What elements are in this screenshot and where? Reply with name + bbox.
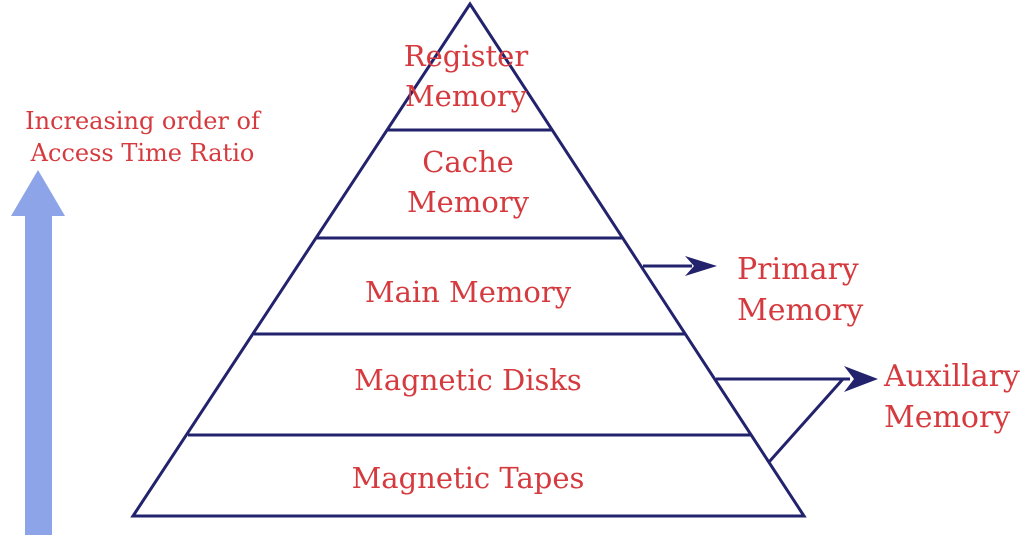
primary-line1: Primary [737, 252, 859, 287]
access-time-annotation: Increasing order of Access Time Ratio [0, 105, 285, 169]
magnetic-tapes-line1: Magnetic Tapes [351, 461, 585, 495]
auxillary-memory-arrowhead-icon [844, 366, 878, 392]
auxillary-line2: Memory [884, 400, 1011, 435]
level-label-main-memory: Main Memory [318, 272, 618, 312]
primary-memory-label: Primary Memory [737, 249, 957, 331]
level-label-magnetic-disks: Magnetic Disks [318, 360, 618, 400]
register-line2: Memory [404, 79, 528, 113]
auxillary-line1: Auxillary [884, 359, 1020, 394]
main-memory-line1: Main Memory [364, 275, 572, 309]
auxillary-memory-label: Auxillary Memory [884, 356, 1024, 438]
access-time-annotation-line2: Access Time Ratio [30, 139, 255, 167]
magnetic-disks-line1: Magnetic Disks [354, 363, 582, 397]
cache-line1: Cache [422, 145, 514, 179]
primary-memory-arrowhead-icon [685, 256, 717, 276]
increasing-order-arrow-icon [11, 170, 65, 535]
pyramid-outline [130, 1, 807, 518]
primary-line2: Memory [737, 293, 864, 328]
register-line1: Register [403, 39, 529, 73]
access-time-annotation-line1: Increasing order of [25, 107, 260, 135]
cache-line2: Memory [406, 185, 530, 219]
level-label-register-memory: Register Memory [346, 36, 586, 116]
level-label-magnetic-tapes: Magnetic Tapes [318, 458, 618, 498]
level-label-cache-memory: Cache Memory [348, 142, 588, 222]
auxillary-memory-branch-line [767, 378, 845, 463]
